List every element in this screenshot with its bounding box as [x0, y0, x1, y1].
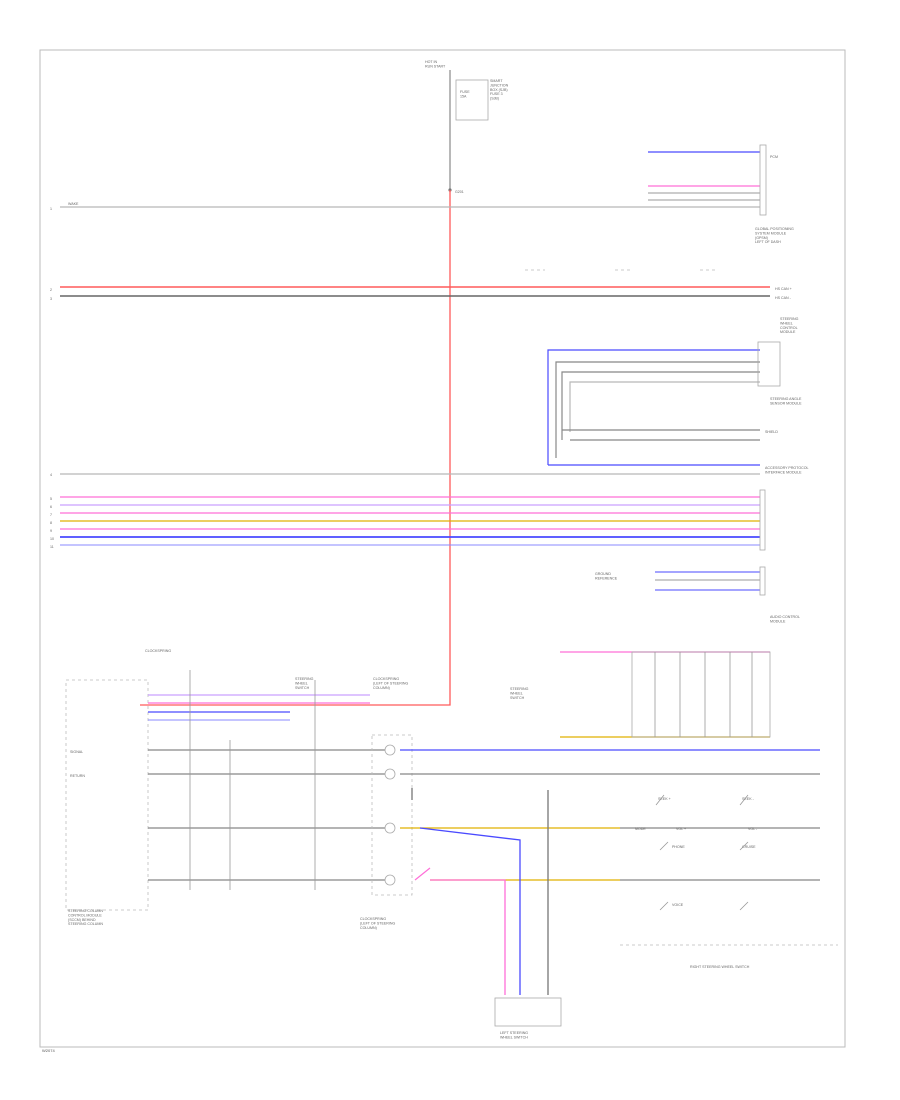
clockspring-coil-2 [384, 768, 396, 780]
diagram-frame [39, 49, 846, 1048]
signal-label: SIGNAL [70, 750, 83, 754]
sws-outline [631, 651, 771, 738]
pin-2: 2 [50, 288, 52, 292]
figure-code: W2074 [42, 1048, 55, 1053]
pin-10: 10 [50, 537, 54, 541]
sw-pink-bend [414, 867, 431, 881]
hs-can-plus-label: HS CAN + [775, 287, 792, 291]
steering-switch-wires [400, 749, 820, 881]
cruise-label: CRUISE [742, 845, 756, 849]
right-switch-contacts: SEEK + SEEK - MODE VOL + VOL - PHONE CRU… [620, 794, 838, 969]
left-switch-box [494, 997, 562, 1027]
sas-blue-wire [547, 349, 760, 465]
seek-up-label: SEEK + [658, 797, 671, 801]
gpsm-connector [759, 144, 767, 216]
clockspring-coil-4 [384, 874, 396, 886]
vol-down-label: VOL - [748, 827, 758, 831]
left-pin-column: 1 2 3 4 5 6 7 8 9 10 11 [50, 207, 54, 549]
ground-label: G201 [455, 190, 464, 194]
clockspring-coil-3 [384, 822, 396, 834]
sccm-top-label: CLOCKSPRING [145, 649, 171, 653]
pin-11: 11 [50, 545, 54, 549]
lsw-drop-blue [419, 827, 521, 995]
red-power-wire [140, 190, 451, 706]
pin-7: 7 [50, 513, 52, 517]
mode-label: MODE [635, 827, 646, 831]
hs-can-bus: HS CAN + HS CAN - [60, 269, 792, 300]
sas-connector [757, 341, 781, 387]
pin-8: 8 [50, 521, 52, 525]
phone-label: PHONE [672, 845, 685, 849]
sas-shield-label: SHIELD [765, 430, 778, 434]
pin-5: 5 [50, 497, 52, 501]
lsw-drop-dark [411, 788, 549, 995]
sas-wire-3 [561, 371, 760, 440]
sccm-outline [65, 679, 149, 911]
clockspring-coil-1 [384, 744, 396, 756]
acm-connector [759, 566, 766, 596]
lsw-drop-pink [430, 879, 506, 995]
audio-connector [759, 489, 766, 551]
right-switch-label: RIGHT STEERING WHEEL SWITCH [690, 965, 750, 969]
pin-1: 1 [50, 207, 52, 211]
audio-bus [60, 489, 766, 551]
seek-down-label: SEEK - [742, 797, 755, 801]
clockspring-outline [371, 734, 413, 896]
voice-label: VOICE [672, 903, 684, 907]
vol-up-label: VOL + [676, 827, 686, 831]
pin-4: 4 [50, 473, 52, 477]
pin-6: 6 [50, 505, 52, 509]
sas-wire-4 [569, 381, 760, 432]
sas-wire-2 [555, 361, 760, 458]
hs-can-minus-label: HS CAN - [775, 296, 792, 300]
gpsm-wire-code: WAKE [68, 202, 79, 206]
pin-3: 3 [50, 297, 52, 301]
return-label: RETURN [70, 774, 85, 778]
gpsm-pin-label: PCM [770, 155, 778, 159]
fuse-box-outline [455, 79, 489, 121]
switch-contact-marks [655, 794, 749, 911]
pin-9: 9 [50, 529, 52, 533]
